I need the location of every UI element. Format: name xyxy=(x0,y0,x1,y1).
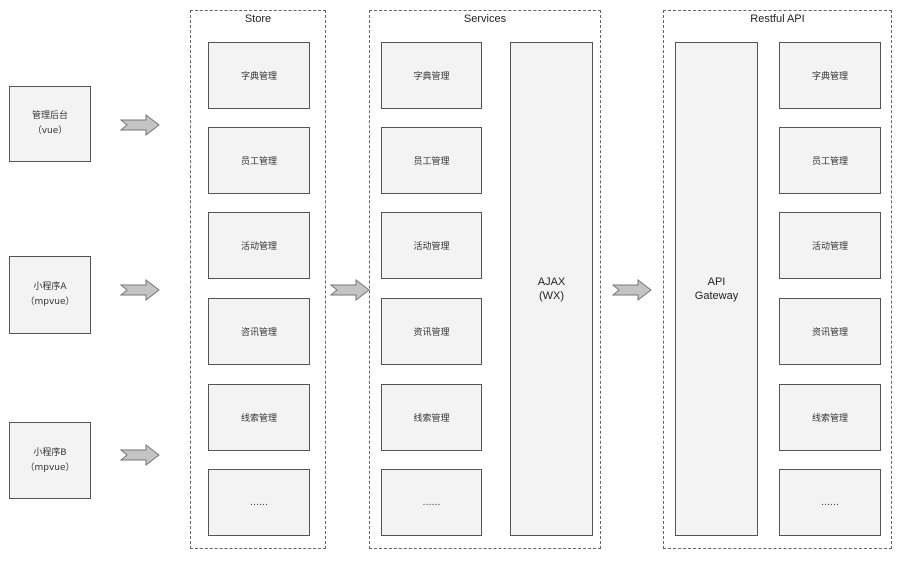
services-module-leads: 线索管理 xyxy=(381,384,482,451)
store-module-dictionary: 字典管理 xyxy=(208,42,310,109)
client-miniapp-a-name: 小程序A xyxy=(33,282,67,292)
arrow-right-icon xyxy=(330,279,370,301)
client-miniapp-b-name: 小程序B xyxy=(33,447,67,458)
restful-module-more: …… xyxy=(779,469,881,536)
ajax-label: AJAX xyxy=(537,276,566,288)
arrow-right-icon xyxy=(120,279,160,301)
store-module-activity: 活动管理 xyxy=(208,212,310,279)
restful-module-activity: 活动管理 xyxy=(779,212,881,279)
store-module-more: …… xyxy=(208,469,310,536)
arrow-right-icon xyxy=(120,444,160,466)
store-module-news: 咨讯管理 xyxy=(208,298,310,365)
services-group: Services xyxy=(369,10,601,549)
client-admin-framework: （vue） xyxy=(32,126,68,136)
services-module-staff: 员工管理 xyxy=(381,127,482,194)
api-gateway-label-line1: API xyxy=(707,276,726,288)
services-module-dictionary: 字典管理 xyxy=(381,42,482,109)
restful-api-title: Restful API xyxy=(750,13,805,25)
client-admin-box: 管理后台 （vue） xyxy=(9,86,91,162)
client-miniapp-b-framework: （mpvue） xyxy=(25,462,75,473)
services-module-news: 资讯管理 xyxy=(381,298,482,365)
client-miniapp-a-box: 小程序A （mpvue） xyxy=(9,256,91,334)
store-module-staff: 员工管理 xyxy=(208,127,310,194)
store-title: Store xyxy=(244,13,272,25)
client-admin-name: 管理后台 xyxy=(31,111,68,121)
services-title: Services xyxy=(463,13,507,25)
ajax-platform: (WX) xyxy=(538,290,565,302)
restful-api-group: Restful API xyxy=(663,10,892,549)
ajax-box: AJAX (WX) xyxy=(510,42,593,536)
api-gateway-box: API Gateway xyxy=(675,42,758,536)
arrow-right-icon xyxy=(120,114,160,136)
restful-module-leads: 线索管理 xyxy=(779,384,881,451)
store-module-leads: 线索管理 xyxy=(208,384,310,451)
restful-module-staff: 员工管理 xyxy=(779,127,881,194)
arrow-right-icon xyxy=(612,279,652,301)
services-module-more: …… xyxy=(381,469,482,536)
store-group: Store xyxy=(190,10,326,549)
client-miniapp-b-box: 小程序B （mpvue） xyxy=(9,422,91,499)
services-module-activity: 活动管理 xyxy=(381,212,482,279)
restful-module-dictionary: 字典管理 xyxy=(779,42,881,109)
restful-module-news: 资讯管理 xyxy=(779,298,881,365)
api-gateway-label-line2: Gateway xyxy=(694,290,739,302)
client-miniapp-a-framework: （mpvue） xyxy=(25,297,75,307)
